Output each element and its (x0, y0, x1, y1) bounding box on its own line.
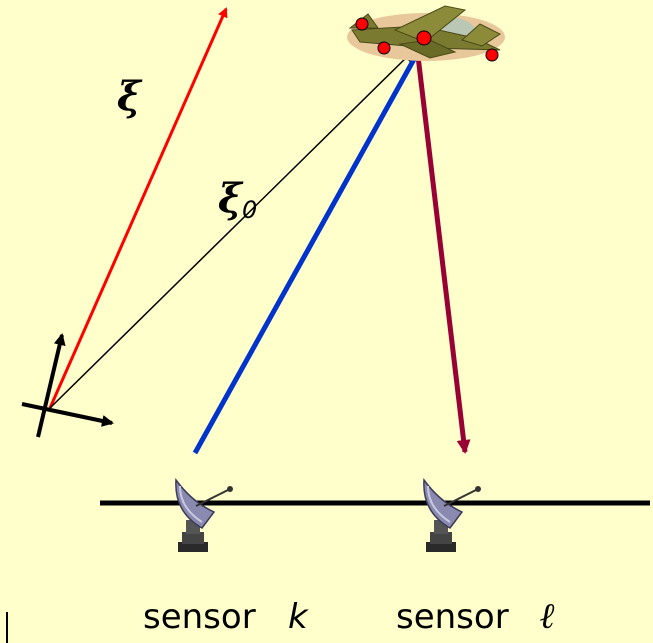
scatterer-point (485, 48, 499, 62)
svg-text:sensor: sensor (396, 597, 509, 637)
sensor-l-label: sensor ℓ (396, 595, 555, 637)
aircraft-target-icon (347, 5, 505, 62)
scatterer-point (416, 30, 432, 46)
xi0-subscript: 0 (242, 196, 257, 224)
xi-label: ξ (117, 73, 143, 120)
sensor-k-label: sensor k (143, 597, 309, 637)
xi-vector-arrow (48, 7, 228, 409)
coordinate-frame (21, 333, 114, 438)
frame-axis-tilted (36, 333, 66, 438)
scatterer-point (377, 41, 391, 55)
svg-text:sensor: sensor (143, 597, 256, 637)
frame-axis-horizontal (21, 402, 114, 427)
xi0-position-arrow (49, 49, 415, 409)
sensor-k-dish-icon (175, 477, 233, 552)
xi0-label: ξ (218, 175, 244, 222)
sensor-k-ray (192, 50, 421, 455)
sensor-l-ray-arrow (415, 55, 471, 454)
sensor-l-dish-icon (423, 477, 481, 552)
scatterer-point (355, 17, 369, 31)
svg-text:k: k (288, 597, 309, 637)
svg-text:ℓ: ℓ (540, 595, 555, 637)
